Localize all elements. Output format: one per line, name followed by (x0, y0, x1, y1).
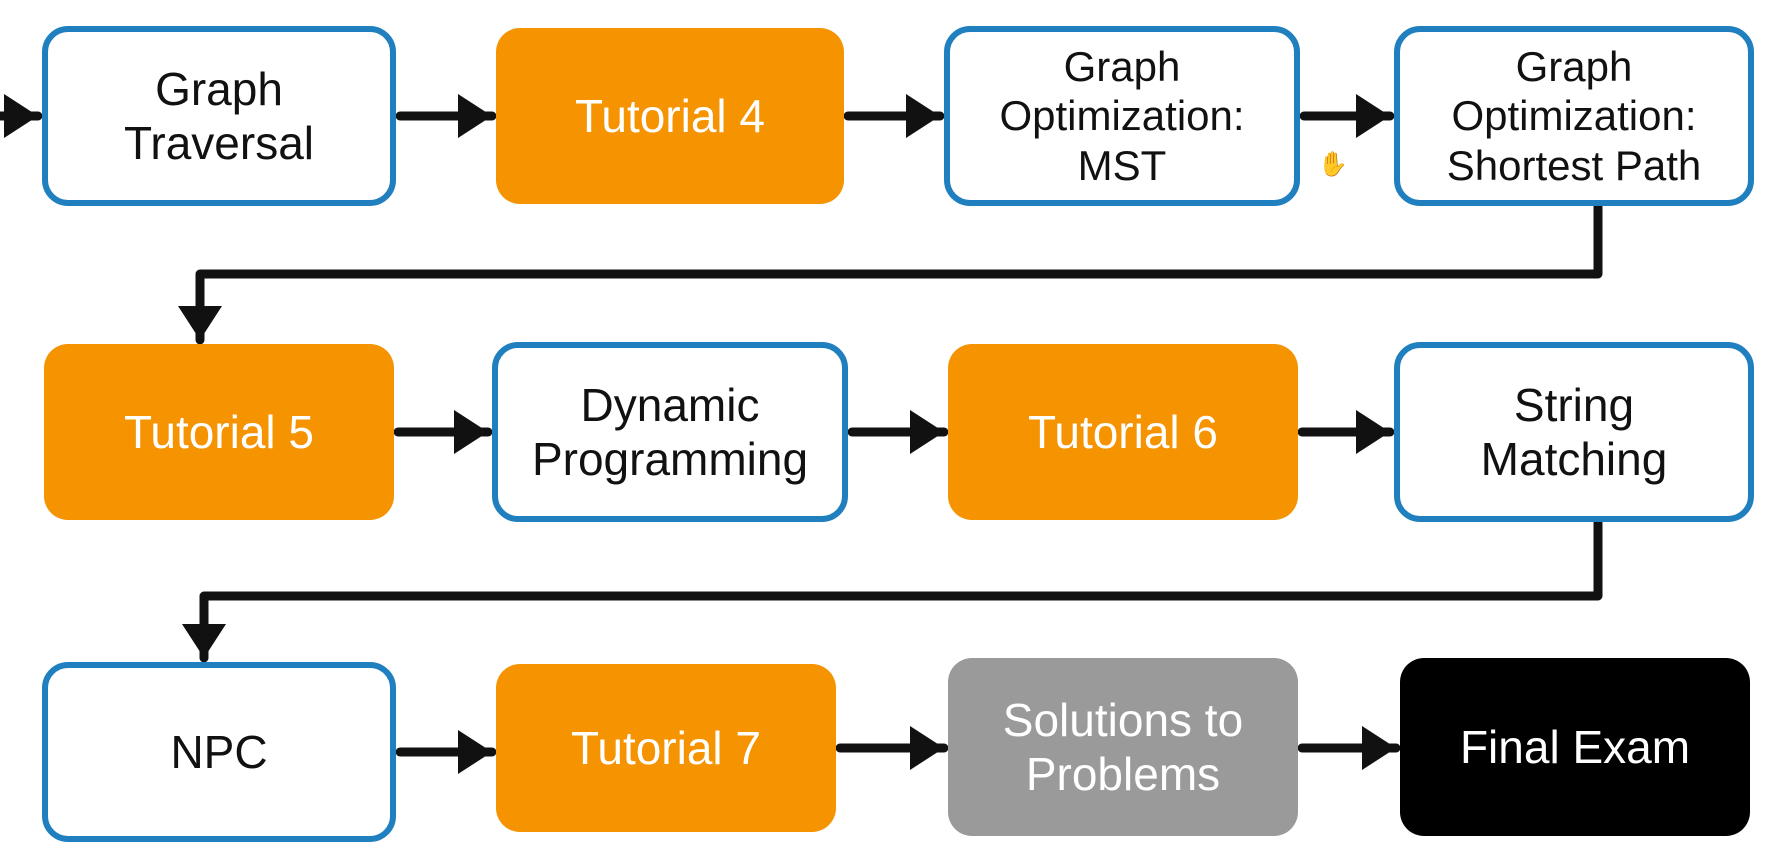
arrow-string-matching-to-npc (182, 517, 1603, 663)
arrow-solutions-to-problems-to-final-exam (1297, 726, 1401, 770)
node-string-matching: String Matching (1394, 342, 1754, 522)
node-tutorial-7: Tutorial 7 (496, 664, 836, 832)
arrow-tutorial-5-to-dynamic-programming (393, 410, 493, 454)
node-graph-traversal: Graph Traversal (42, 26, 396, 206)
arrow-tutorial-4-to-graph-opt-mst (843, 94, 945, 138)
node-tutorial-5: Tutorial 5 (44, 344, 394, 520)
arrow-npc-to-tutorial-7 (395, 730, 497, 774)
node-final-exam: Final Exam (1400, 658, 1750, 836)
arrow-tutorial-7-to-solutions-to-problems (835, 726, 949, 770)
arrow-tutorial-6-to-string-matching (1297, 410, 1395, 454)
arrow-graph-opt-shortest-path-to-tutorial-5 (178, 201, 1603, 345)
arrow-graph-opt-mst-to-graph-opt-shortest-path (1299, 94, 1395, 138)
node-dynamic-programming: Dynamic Programming (492, 342, 848, 522)
node-tutorial-4: Tutorial 4 (496, 28, 844, 204)
node-graph-optimization-mst: Graph Optimization: MST (944, 26, 1300, 206)
arrow-dynamic-programming-to-tutorial-6 (847, 410, 949, 454)
node-solutions-to-problems: Solutions to Problems (948, 658, 1298, 836)
node-npc: NPC (42, 662, 396, 842)
arrow-graph-traversal-to-tutorial-4 (395, 94, 497, 138)
node-tutorial-6: Tutorial 6 (948, 344, 1298, 520)
arrow-entry-to-graph-traversal (0, 94, 43, 138)
hand-cursor-icon: ✋ (1318, 151, 1348, 178)
node-graph-optimization-shortest-path: Graph Optimization: Shortest Path (1394, 26, 1754, 206)
